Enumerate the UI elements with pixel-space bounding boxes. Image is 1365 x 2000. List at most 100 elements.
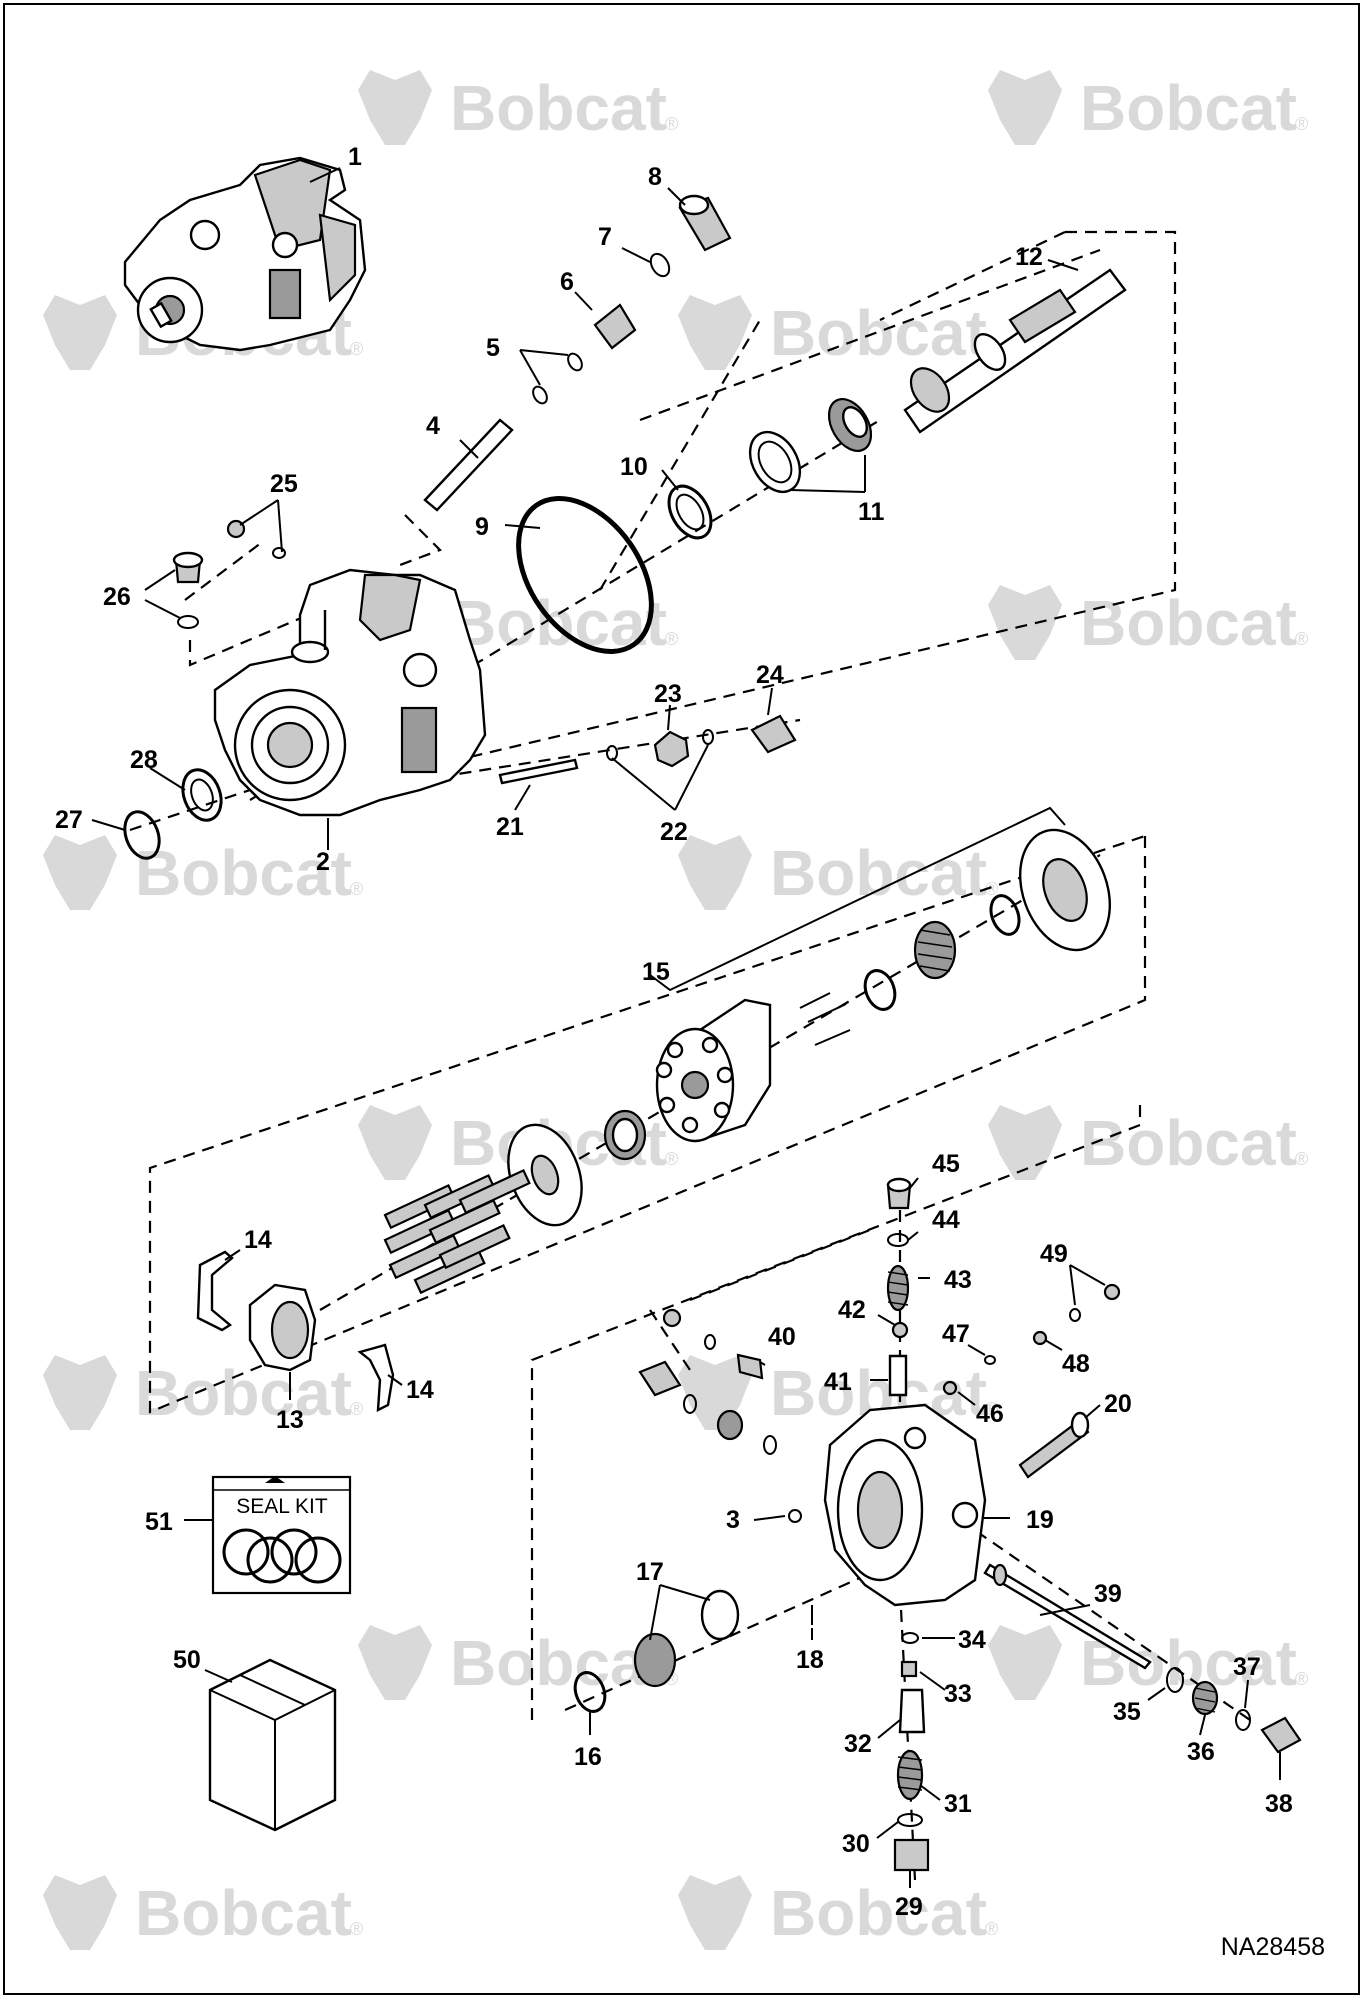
part-bearing-17	[633, 1589, 740, 1688]
callout-28: 28	[130, 746, 158, 774]
part-seal-28	[181, 768, 223, 822]
watermark-logo	[43, 295, 117, 370]
callout-32: 32	[844, 1730, 872, 1758]
watermark-logo	[988, 70, 1062, 145]
callout-35: 35	[1113, 1698, 1141, 1726]
part-snap-ring-15a	[989, 894, 1021, 936]
part-swashplate	[248, 1283, 317, 1372]
watermark-reg-mark: ®	[665, 114, 678, 134]
part-plug-6	[593, 303, 637, 350]
part-shaft-seal-inner	[675, 493, 705, 531]
seal-kit-label: SEAL KIT	[236, 1495, 328, 1518]
part-o-ring-3	[788, 1509, 802, 1523]
part-seal-28-inner	[190, 778, 214, 812]
callout-24: 24	[756, 661, 784, 689]
watermark-reg-mark: ®	[665, 1149, 678, 1169]
watermark-logo	[678, 295, 752, 370]
part-o-ring-44	[887, 1233, 909, 1247]
part-o-ring-26	[177, 615, 199, 629]
callout-38: 38	[1265, 1790, 1293, 1818]
callout-1: 1	[348, 143, 362, 171]
part-washer-22b	[702, 729, 714, 745]
callout-46: 46	[976, 1400, 1004, 1428]
watermark-text: Bobcat	[1080, 1627, 1297, 1699]
watermark-reg-mark: ®	[1295, 1669, 1308, 1689]
part-snap-ring-16	[573, 1671, 607, 1713]
callout-15: 15	[642, 958, 670, 986]
part-pistons	[383, 1168, 531, 1295]
watermark-text: Bobcat	[135, 837, 352, 909]
watermark-logo	[43, 835, 117, 910]
watermark-text: Bobcat	[450, 587, 667, 659]
callout-22: 22	[660, 818, 688, 846]
part-washer-35	[1166, 1667, 1184, 1693]
part-stud-21	[498, 758, 579, 785]
part-spring-15	[913, 920, 957, 980]
watermark-text: Bobcat	[135, 1357, 352, 1429]
watermark-logo	[988, 1625, 1062, 1700]
watermark-text: Bobcat	[1080, 72, 1297, 144]
part-bushing	[603, 1109, 647, 1161]
callout-14a: 14	[244, 1226, 272, 1254]
part-large-o-ring	[516, 496, 654, 654]
part-o-ring-34	[901, 1632, 919, 1644]
callout-26: 26	[103, 583, 131, 611]
callout-23: 23	[654, 680, 682, 708]
watermark-logo	[358, 1625, 432, 1700]
callout-13: 13	[276, 1406, 304, 1434]
part-seat-42	[891, 1321, 909, 1339]
part-pins-15	[799, 992, 851, 1046]
callout-44: 44	[932, 1206, 960, 1234]
part-valve-plate	[1018, 828, 1112, 952]
watermark-reg-mark: ®	[665, 629, 678, 649]
watermark-text: Bobcat	[450, 72, 667, 144]
part-plunger-40	[736, 1353, 764, 1380]
callout-47: 47	[942, 1320, 970, 1348]
watermark-text: Bobcat	[450, 1627, 667, 1699]
callout-9: 9	[475, 513, 489, 541]
callout-16: 16	[574, 1743, 602, 1771]
part-o-ring-40	[704, 1334, 716, 1350]
part-end-cover	[823, 1403, 987, 1607]
watermark-text: Bobcat	[135, 1877, 352, 1949]
watermark-reg-mark: ®	[1295, 629, 1308, 649]
callout-17: 17	[636, 1558, 664, 1586]
part-bearing-shell-14a	[196, 1250, 234, 1332]
part-spring-40	[716, 1409, 744, 1441]
watermark-reg-mark: ®	[350, 1399, 363, 1419]
watermark-reg-mark: ®	[985, 879, 998, 899]
part-spool-41	[888, 1354, 908, 1397]
callout-29: 29	[895, 1893, 923, 1921]
part-plug-40b	[638, 1360, 682, 1397]
watermark-reg-mark: ®	[985, 1399, 998, 1419]
watermark-logo	[988, 585, 1062, 660]
callout-18: 18	[796, 1646, 824, 1674]
callout-43: 43	[944, 1266, 972, 1294]
callout-14b: 14	[406, 1376, 434, 1404]
callout-11: 11	[858, 498, 885, 526]
callout-19: 19	[1026, 1506, 1054, 1534]
part-plug-8	[678, 194, 732, 252]
part-screw-20	[1018, 1411, 1090, 1479]
part-plug-26	[172, 551, 204, 584]
part-plug-45	[886, 1177, 912, 1210]
part-retainer-plate	[507, 1123, 583, 1227]
watermark-logo	[678, 1875, 752, 1950]
callout-20: 20	[1104, 1390, 1132, 1418]
part-washer-40	[763, 1435, 777, 1455]
callout-30: 30	[842, 1830, 870, 1858]
callout-12: 12	[1015, 243, 1043, 271]
watermark-logo	[43, 1875, 117, 1950]
diagram-frame	[3, 3, 1360, 1995]
part-spool-33	[900, 1660, 918, 1678]
watermark-layer: Bobcat®Bobcat®Bobcat®Bobcat®Bobcat®Bobca…	[43, 70, 1308, 1950]
callouts: 1 2 3 4 5 6 7 8 9 10 11 12 13 14 14 15 1…	[55, 143, 1293, 1921]
watermark-text: Bobcat	[770, 837, 987, 909]
callout-5: 5	[486, 334, 500, 362]
callout-8: 8	[648, 163, 662, 191]
part-plug-40a	[662, 1308, 682, 1328]
part-washer-22a	[606, 745, 618, 761]
callout-3: 3	[726, 1506, 740, 1534]
part-o-ring-49	[1069, 1308, 1081, 1322]
part-plug-49	[1103, 1283, 1121, 1301]
